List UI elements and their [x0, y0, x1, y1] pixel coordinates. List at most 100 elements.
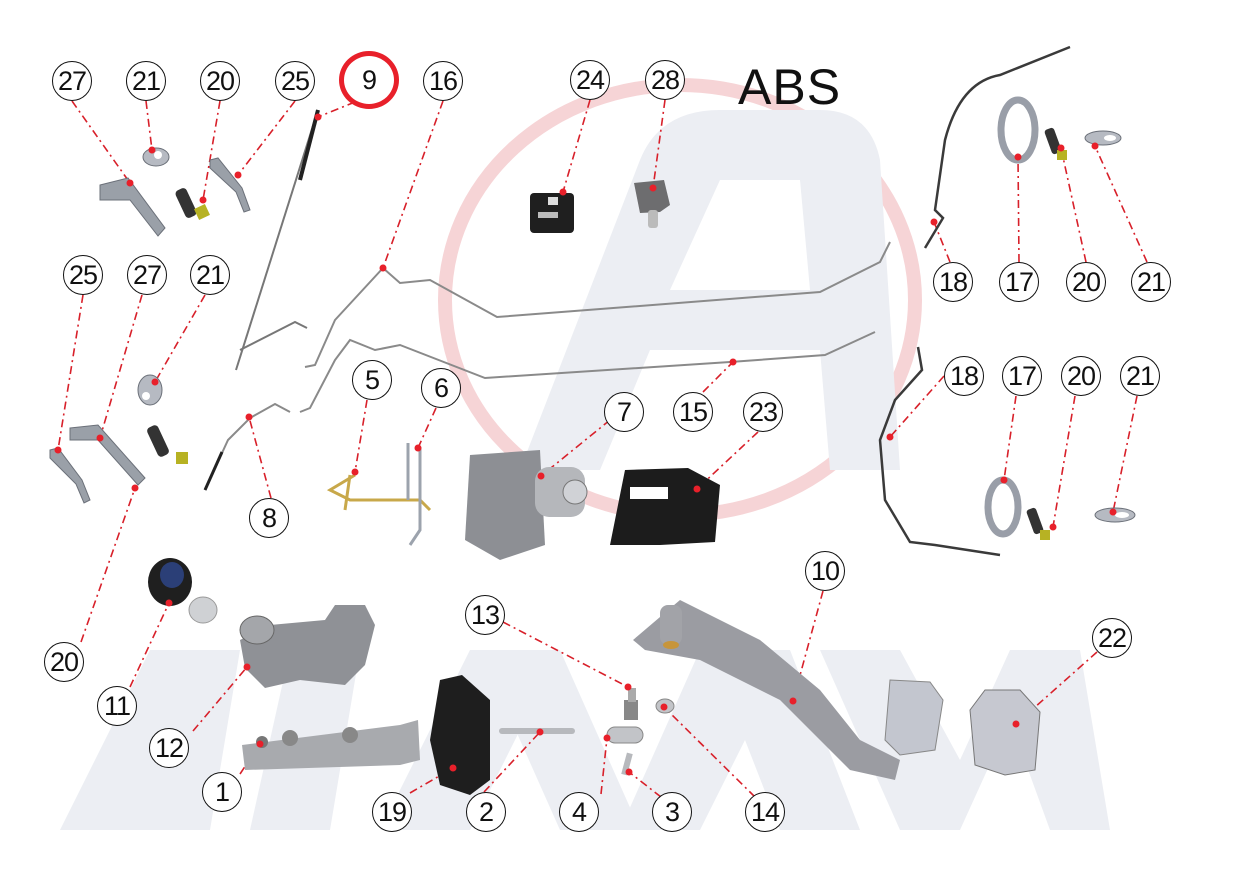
callout-28[interactable]: 28	[645, 60, 685, 100]
callout-19[interactable]: 19	[372, 792, 412, 832]
part-20-sensor-left	[147, 425, 188, 464]
callout-15[interactable]: 15	[673, 392, 713, 432]
part-5-brass-pipe	[326, 473, 432, 512]
callout-2[interactable]: 2	[466, 792, 506, 832]
callout-22[interactable]: 22	[1092, 618, 1132, 658]
callout-18[interactable]: 18	[933, 262, 973, 302]
callout-27[interactable]: 27	[52, 61, 92, 101]
callout-21[interactable]: 21	[1120, 356, 1160, 396]
leader-dot	[1057, 144, 1065, 152]
callout-24[interactable]: 24	[570, 60, 610, 100]
part-15-rear-brake-line	[299, 331, 876, 413]
leader-line	[192, 666, 248, 732]
part-21-clip-left	[137, 374, 163, 406]
callout-8[interactable]: 8	[249, 498, 289, 538]
callout-27[interactable]: 27	[127, 255, 167, 295]
part-19-booster-plate	[430, 675, 490, 795]
part-20-sensor	[175, 188, 210, 220]
leader-line	[652, 99, 666, 189]
leader-line	[702, 361, 734, 393]
callout-13[interactable]: 13	[465, 595, 505, 635]
part-23-mount-bracket	[610, 468, 720, 545]
callout-14[interactable]: 14	[745, 792, 785, 832]
callout-23[interactable]: 23	[743, 392, 783, 432]
leader-dot	[245, 413, 253, 421]
leader-dot	[625, 768, 633, 776]
part-21-clip-lower	[1094, 507, 1136, 523]
leader-dot	[126, 179, 134, 187]
callout-21[interactable]: 21	[1131, 262, 1171, 302]
callout-5[interactable]: 5	[352, 360, 392, 400]
callout-21[interactable]: 21	[126, 61, 166, 101]
callout-20[interactable]: 20	[1061, 356, 1101, 396]
leader-dot	[649, 184, 657, 192]
leader-dot	[536, 728, 544, 736]
part-22-pedal-pad	[969, 689, 1041, 776]
diagram-title: ABS	[738, 59, 842, 115]
leader-line	[1094, 145, 1148, 263]
callout-7[interactable]: 7	[604, 392, 644, 432]
leader-line	[502, 621, 629, 688]
callout-10[interactable]: 10	[805, 551, 845, 591]
callout-9-highlighted[interactable]: 9	[339, 51, 399, 109]
leader-line	[540, 419, 611, 477]
part-25-bent-bracket	[209, 157, 251, 213]
leader-line	[248, 416, 272, 499]
part-16-upper-brake-line	[304, 241, 891, 368]
part-17-tone-ring-lower	[984, 476, 1022, 538]
callout-1[interactable]: 1	[202, 772, 242, 812]
leader-dot	[199, 196, 207, 204]
leader-line	[1017, 156, 1020, 263]
part-17-tone-ring-upper	[997, 96, 1039, 164]
callout-17[interactable]: 17	[999, 262, 1039, 302]
leader-line	[354, 399, 368, 473]
leader-dot	[1000, 476, 1008, 484]
callout-17[interactable]: 17	[1002, 356, 1042, 396]
callout-20[interactable]: 20	[200, 61, 240, 101]
callout-25[interactable]: 25	[275, 61, 315, 101]
leader-line	[99, 294, 143, 439]
part-13-stop-bolt	[624, 688, 638, 720]
callout-21[interactable]: 21	[190, 255, 230, 295]
callout-11[interactable]: 11	[97, 686, 137, 726]
leader-dot	[256, 740, 264, 748]
part-10-brake-pedal	[633, 600, 944, 780]
leader-line	[483, 731, 541, 793]
part-28-cable-clip	[634, 180, 670, 228]
leader-dot	[96, 434, 104, 442]
part-21-clip	[142, 147, 170, 167]
leader-dot	[148, 146, 156, 154]
leader-dot	[789, 697, 797, 705]
leader-dot	[729, 358, 737, 366]
leader-dot	[660, 703, 668, 711]
leader-line	[129, 602, 170, 688]
leader-line	[237, 100, 296, 176]
callout-16[interactable]: 16	[423, 61, 463, 101]
leader-lines	[57, 99, 1148, 798]
leader-dot	[243, 663, 251, 671]
leader-line	[696, 431, 759, 490]
callout-18[interactable]: 18	[944, 356, 984, 396]
part-27-bracket-left	[69, 424, 146, 486]
leader-dot	[930, 218, 938, 226]
leader-dot	[1109, 508, 1117, 516]
callout-4[interactable]: 4	[559, 792, 599, 832]
callout-3[interactable]: 3	[652, 792, 692, 832]
callout-20[interactable]: 20	[44, 642, 84, 682]
callout-20[interactable]: 20	[1066, 262, 1106, 302]
leader-line	[202, 100, 221, 201]
leader-line	[154, 294, 206, 383]
part-6-steel-pipe	[406, 443, 422, 546]
leader-line	[382, 100, 444, 269]
leader-dot	[351, 468, 359, 476]
leader-line	[1003, 395, 1017, 481]
leader-line	[417, 407, 437, 449]
callout-6[interactable]: 6	[421, 368, 461, 408]
leader-dot	[449, 764, 457, 772]
callout-25[interactable]: 25	[63, 255, 103, 295]
leader-dot	[1014, 153, 1022, 161]
callout-12[interactable]: 12	[149, 728, 189, 768]
leader-dot	[234, 171, 242, 179]
